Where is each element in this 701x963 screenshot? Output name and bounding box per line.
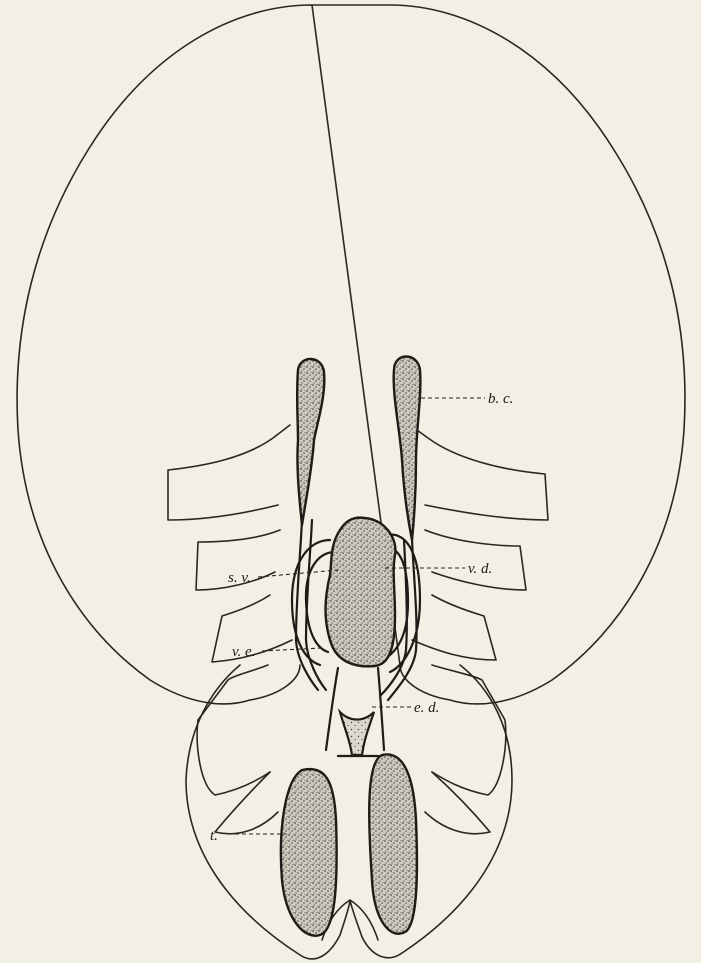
right-gland — [394, 357, 421, 541]
left-testis — [281, 769, 337, 936]
label-sv: s. v. — [228, 570, 251, 586]
left-appendage-1 — [168, 425, 290, 520]
ejaculatory-duct-left — [326, 668, 338, 750]
right-appendage-2 — [425, 530, 526, 590]
label-ed: e. d. — [414, 700, 439, 716]
label-ve: v. e. — [232, 644, 255, 660]
right-testis — [369, 754, 417, 933]
left-appendage-4 — [197, 665, 270, 795]
right-appendage-4 — [432, 665, 506, 795]
label-vd: v. d. — [468, 561, 492, 577]
left-appendage-5 — [215, 772, 278, 834]
ejaculatory-duct-right — [378, 668, 384, 750]
abdominal-lobe — [186, 665, 512, 959]
seminal-vesicle — [326, 518, 396, 667]
right-appendage-1 — [410, 425, 548, 520]
right-appendage-3 — [412, 595, 496, 660]
label-bc: b. c. — [488, 391, 513, 407]
label-t: t. — [210, 828, 218, 844]
ejaculatory-junction — [340, 712, 374, 755]
right-appendage-5 — [425, 772, 490, 834]
left-gland — [297, 359, 324, 525]
